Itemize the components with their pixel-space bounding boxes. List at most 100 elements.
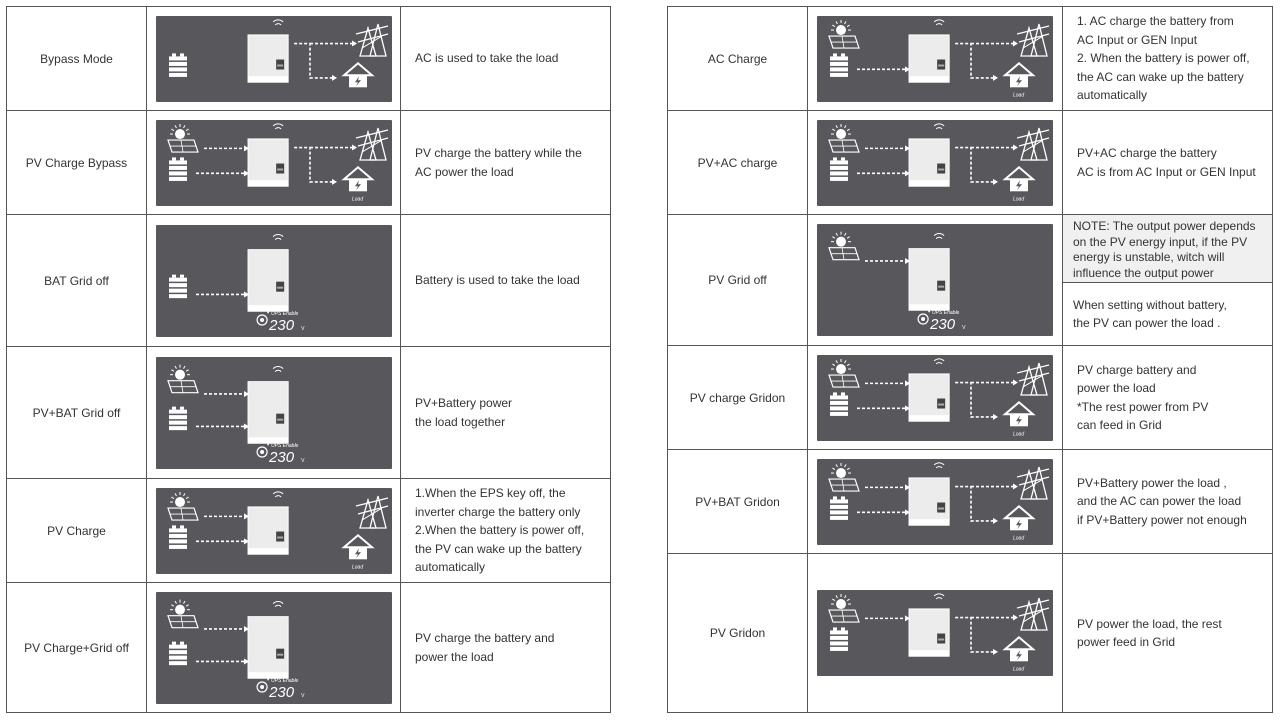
home-load-icon	[1002, 61, 1036, 87]
wifi-icon	[272, 600, 283, 607]
grid-tower-icon	[355, 23, 388, 57]
mode-diagram-panel: Load	[817, 15, 1053, 102]
note-line: on the PV energy input, if the PV	[1073, 234, 1248, 249]
description-line: PV+Battery power the load ,	[1077, 475, 1227, 490]
mode-name: Bypass Mode	[7, 7, 147, 110]
battery-icon	[830, 495, 848, 520]
battery-icon	[168, 524, 187, 549]
description-line: power the load	[415, 649, 494, 664]
inverter-icon	[908, 137, 950, 187]
load-caption: Load	[352, 196, 363, 202]
battery-icon	[168, 641, 187, 665]
pv-panel-icon	[166, 491, 199, 521]
mode-name: PV+AC charge	[668, 111, 808, 214]
pv-panel-icon	[166, 123, 199, 153]
mode-name: AC Charge	[668, 7, 808, 110]
description-line: automatically	[1077, 88, 1148, 103]
grid-tower-icon	[1016, 23, 1050, 57]
svg-text:UPS Enable: UPS Enable	[271, 311, 298, 317]
mode-diagram-cell	[147, 7, 401, 110]
description-line: AC Input or GEN Input	[1077, 32, 1198, 47]
mode-description: 1.When the EPS key off, the inverter char…	[401, 479, 610, 582]
description-line: 2. When the battery is power off,	[1077, 51, 1250, 66]
grid-load-flow-line	[955, 485, 993, 522]
mode-description: PV+Battery power the load , and the AC ca…	[1063, 450, 1272, 553]
note-line: energy is unstable, witch will	[1073, 250, 1225, 264]
mode-name: PV charge Gridon	[668, 346, 808, 449]
home-load-icon	[1002, 504, 1036, 530]
grid-tower-icon	[1016, 466, 1050, 500]
description-line: PV charge the battery and	[415, 631, 555, 645]
mode-diagram-cell: Load	[808, 111, 1063, 214]
pv-panel-icon	[828, 19, 860, 49]
svg-text:UPS Enable: UPS Enable	[932, 310, 959, 316]
inverter-icon	[908, 476, 950, 526]
mode-name: PV Charge	[7, 479, 147, 582]
svg-text:230: 230	[268, 684, 295, 701]
mode-diagram-cell: Load	[808, 346, 1063, 449]
mode-diagram-cell: Load	[808, 554, 1063, 712]
description-line: AC is used to take the load	[415, 51, 559, 66]
battery-icon	[830, 156, 848, 181]
wifi-icon	[272, 18, 283, 25]
battery-icon	[168, 52, 187, 77]
mode-name: PV Charge Bypass	[7, 111, 147, 214]
battery-icon	[168, 274, 187, 298]
grid-load-flow-line	[955, 42, 993, 79]
mode-name: PV Gridon	[668, 554, 808, 712]
inverter-icon	[247, 380, 289, 444]
mode-diagram-panel: Load	[817, 119, 1053, 206]
svg-text:V: V	[301, 693, 305, 699]
description-line: AC power the load	[415, 164, 514, 179]
home-load-icon	[340, 533, 375, 559]
home-load-icon	[1002, 635, 1036, 662]
mode-name: BAT Grid off	[7, 215, 147, 346]
load-caption: Load	[1013, 92, 1024, 98]
mode-diagram-panel: Load	[817, 354, 1053, 441]
svg-text:UPS Enable: UPS Enable	[271, 678, 298, 684]
wifi-icon	[933, 461, 945, 468]
mode-diagram-cell: Load	[808, 7, 1063, 110]
mode-name: PV Grid off	[668, 215, 808, 345]
description-line: inverter charge the battery only	[415, 504, 581, 519]
mode-diagram-panel: Load	[817, 590, 1053, 676]
description-line: and the AC can power the load	[1077, 494, 1242, 509]
description-line: if PV+Battery power not enough	[1077, 512, 1247, 527]
inverter-icon	[908, 248, 950, 311]
inverter-icon	[247, 615, 289, 679]
home-load-icon	[1002, 165, 1036, 191]
description-line: PV charge battery and	[1077, 362, 1197, 377]
inverter-icon	[247, 248, 289, 312]
load-caption: Load	[1013, 666, 1024, 672]
svg-text:230: 230	[268, 449, 295, 466]
wifi-icon	[933, 233, 945, 240]
pv-panel-icon	[828, 462, 860, 492]
description-line: the PV can power the load .	[1073, 316, 1221, 330]
wifi-icon	[933, 122, 945, 129]
mode-diagram-cell: Load	[147, 479, 401, 582]
load-caption: Load	[1013, 431, 1024, 437]
svg-text:V: V	[301, 326, 305, 332]
home-load-icon	[340, 61, 375, 87]
mode-description: AC is used to take the load	[401, 7, 610, 110]
home-load-icon	[1002, 400, 1036, 426]
description-line: 1.When the EPS key off, the	[415, 486, 566, 501]
wifi-icon	[272, 490, 283, 497]
description-line: 2.When the battery is power off,	[415, 523, 585, 538]
wifi-icon	[272, 122, 283, 129]
description-line: automatically	[415, 560, 486, 575]
